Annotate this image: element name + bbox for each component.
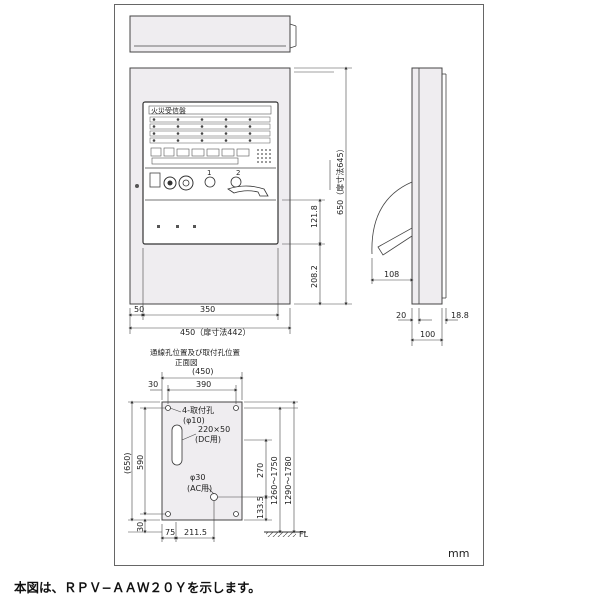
slot-label: 220×50: [198, 425, 230, 434]
mount-title: 通線孔位置及び取付孔位置: [150, 347, 240, 357]
unit-label: mm: [448, 547, 470, 560]
indicator-lamps: [152, 118, 252, 142]
mount-dim-30-top: 30: [148, 380, 158, 389]
mount-dim-30-bottom: 30: [136, 522, 145, 532]
side-dimensions: [370, 258, 458, 346]
speaker-grille: [257, 149, 271, 163]
dim-20: 20: [396, 311, 406, 320]
button-row: [150, 147, 250, 165]
lamp-1-label: 1: [207, 169, 211, 177]
slot-use: (DC用): [195, 435, 221, 444]
front-view: 火災受信盤: [129, 67, 291, 305]
fl-label: FL: [299, 530, 309, 539]
round-use: (AC用): [187, 484, 212, 493]
handset: [227, 185, 269, 197]
dim-450: 450（扉寸法442）: [180, 327, 251, 337]
dim-350: 350: [200, 305, 215, 314]
dim-18-8: 18.8: [451, 311, 469, 320]
lamp-2-label: 2: [236, 169, 240, 177]
dim-108: 108: [384, 270, 399, 279]
indicator-rows: [149, 116, 271, 144]
round-label: φ30: [190, 473, 205, 482]
floor-line: [264, 531, 306, 537]
door-swing: [371, 181, 413, 255]
hole-label: 4-取付孔: [182, 405, 214, 415]
mount-view: [161, 401, 243, 521]
mount-subtitle: 正面図: [175, 358, 198, 367]
mount-dim-75: 75: [165, 528, 175, 537]
top-view: [129, 15, 297, 53]
mount-dim-650: (650): [123, 452, 132, 474]
panel-label: 火災受信盤: [151, 106, 186, 115]
dim-50: 50: [134, 305, 144, 314]
hole-dia: (φ10): [183, 416, 205, 425]
mount-dim-270: 270: [256, 463, 265, 478]
bottom-lamps: [157, 225, 196, 228]
dim-100: 100: [420, 330, 435, 339]
door-lock: [135, 184, 139, 188]
mount-dimensions: [128, 372, 298, 542]
mount-dim-590: 590: [136, 455, 145, 470]
side-view: [371, 67, 447, 305]
mount-dim-range1: 1260〜1750: [270, 456, 279, 505]
mount-dim-450: (450): [192, 367, 214, 376]
mount-dim-133-5: 133.5: [256, 496, 265, 519]
dim-121-8: 121.8: [310, 205, 319, 228]
caption: 本図は、ＲＰＶ−ＡＡＷ２０Ｙを示します。: [14, 580, 261, 595]
mount-dim-range2: 1290〜1780: [284, 456, 293, 505]
mount-dim-390: 390: [196, 380, 211, 389]
mount-dim-211-5: 211.5: [184, 528, 207, 537]
dim-208-2: 208.2: [310, 265, 319, 288]
dim-650: 650（扉寸法645）: [335, 144, 345, 215]
front-dimensions: [128, 66, 352, 334]
dc-slot: [171, 424, 183, 466]
ac-hole: [210, 493, 218, 501]
